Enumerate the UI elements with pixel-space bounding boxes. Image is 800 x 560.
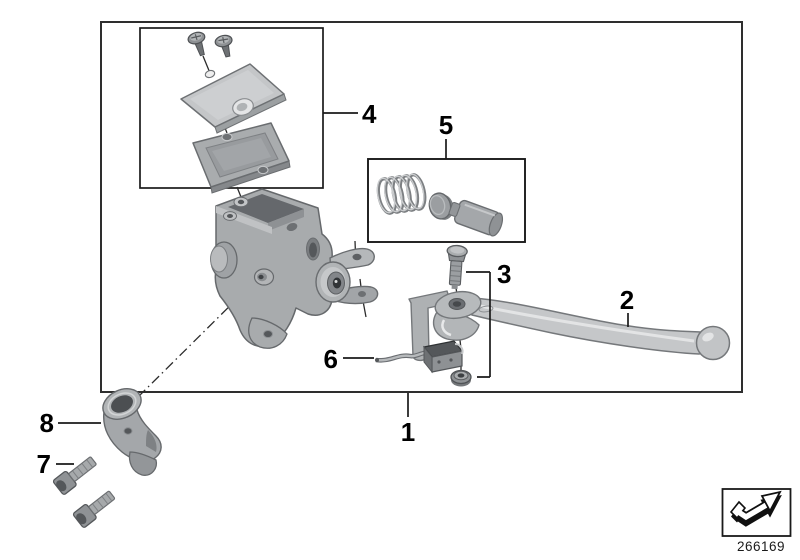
clamp-bolt-lower — [72, 490, 116, 528]
piston — [448, 199, 504, 237]
callout-leader-lines — [56, 112, 629, 465]
callout-7-label[interactable]: 7 — [37, 449, 51, 479]
diagonal-arrow-icon — [729, 490, 782, 527]
callout-2-label[interactable]: 2 — [620, 285, 634, 315]
callout-6-label[interactable]: 6 — [324, 344, 338, 374]
cover-screw-left — [187, 31, 206, 57]
reservoir-cover — [180, 63, 287, 134]
clamp-bolt-upper — [52, 456, 97, 495]
micro-switch — [422, 340, 464, 374]
switch-cable — [375, 350, 425, 363]
clamp-bore — [111, 395, 133, 413]
piston-repair-kit — [376, 173, 504, 237]
callout-4-label[interactable]: 4 — [362, 99, 377, 129]
lever-ball-end — [695, 325, 731, 361]
brake-lever — [408, 290, 731, 362]
seal-disc — [428, 192, 454, 220]
pivot-nut — [450, 369, 472, 387]
clamp-bolt-hole — [123, 427, 133, 435]
reservoir-gasket — [192, 122, 291, 194]
callout-3-label[interactable]: 3 — [497, 259, 511, 289]
reservoir-kit-box — [139, 27, 324, 189]
cover-screw-hole — [204, 69, 216, 79]
master-cylinder — [210, 188, 379, 349]
handlebar-clamp — [102, 388, 162, 476]
callout-1-label[interactable]: 1 — [401, 417, 415, 447]
switch-lever-arm — [454, 343, 464, 355]
drawing-number: 266169 — [737, 539, 785, 554]
callout-5-label[interactable]: 5 — [439, 110, 453, 140]
cover-screw-right — [214, 34, 233, 58]
main-frame — [100, 21, 743, 393]
return-spring — [376, 173, 427, 215]
callout-8-label[interactable]: 8 — [40, 408, 54, 438]
clamp-claw — [128, 451, 158, 476]
pivot-screw — [446, 244, 468, 290]
drawing-number-box — [721, 488, 792, 537]
